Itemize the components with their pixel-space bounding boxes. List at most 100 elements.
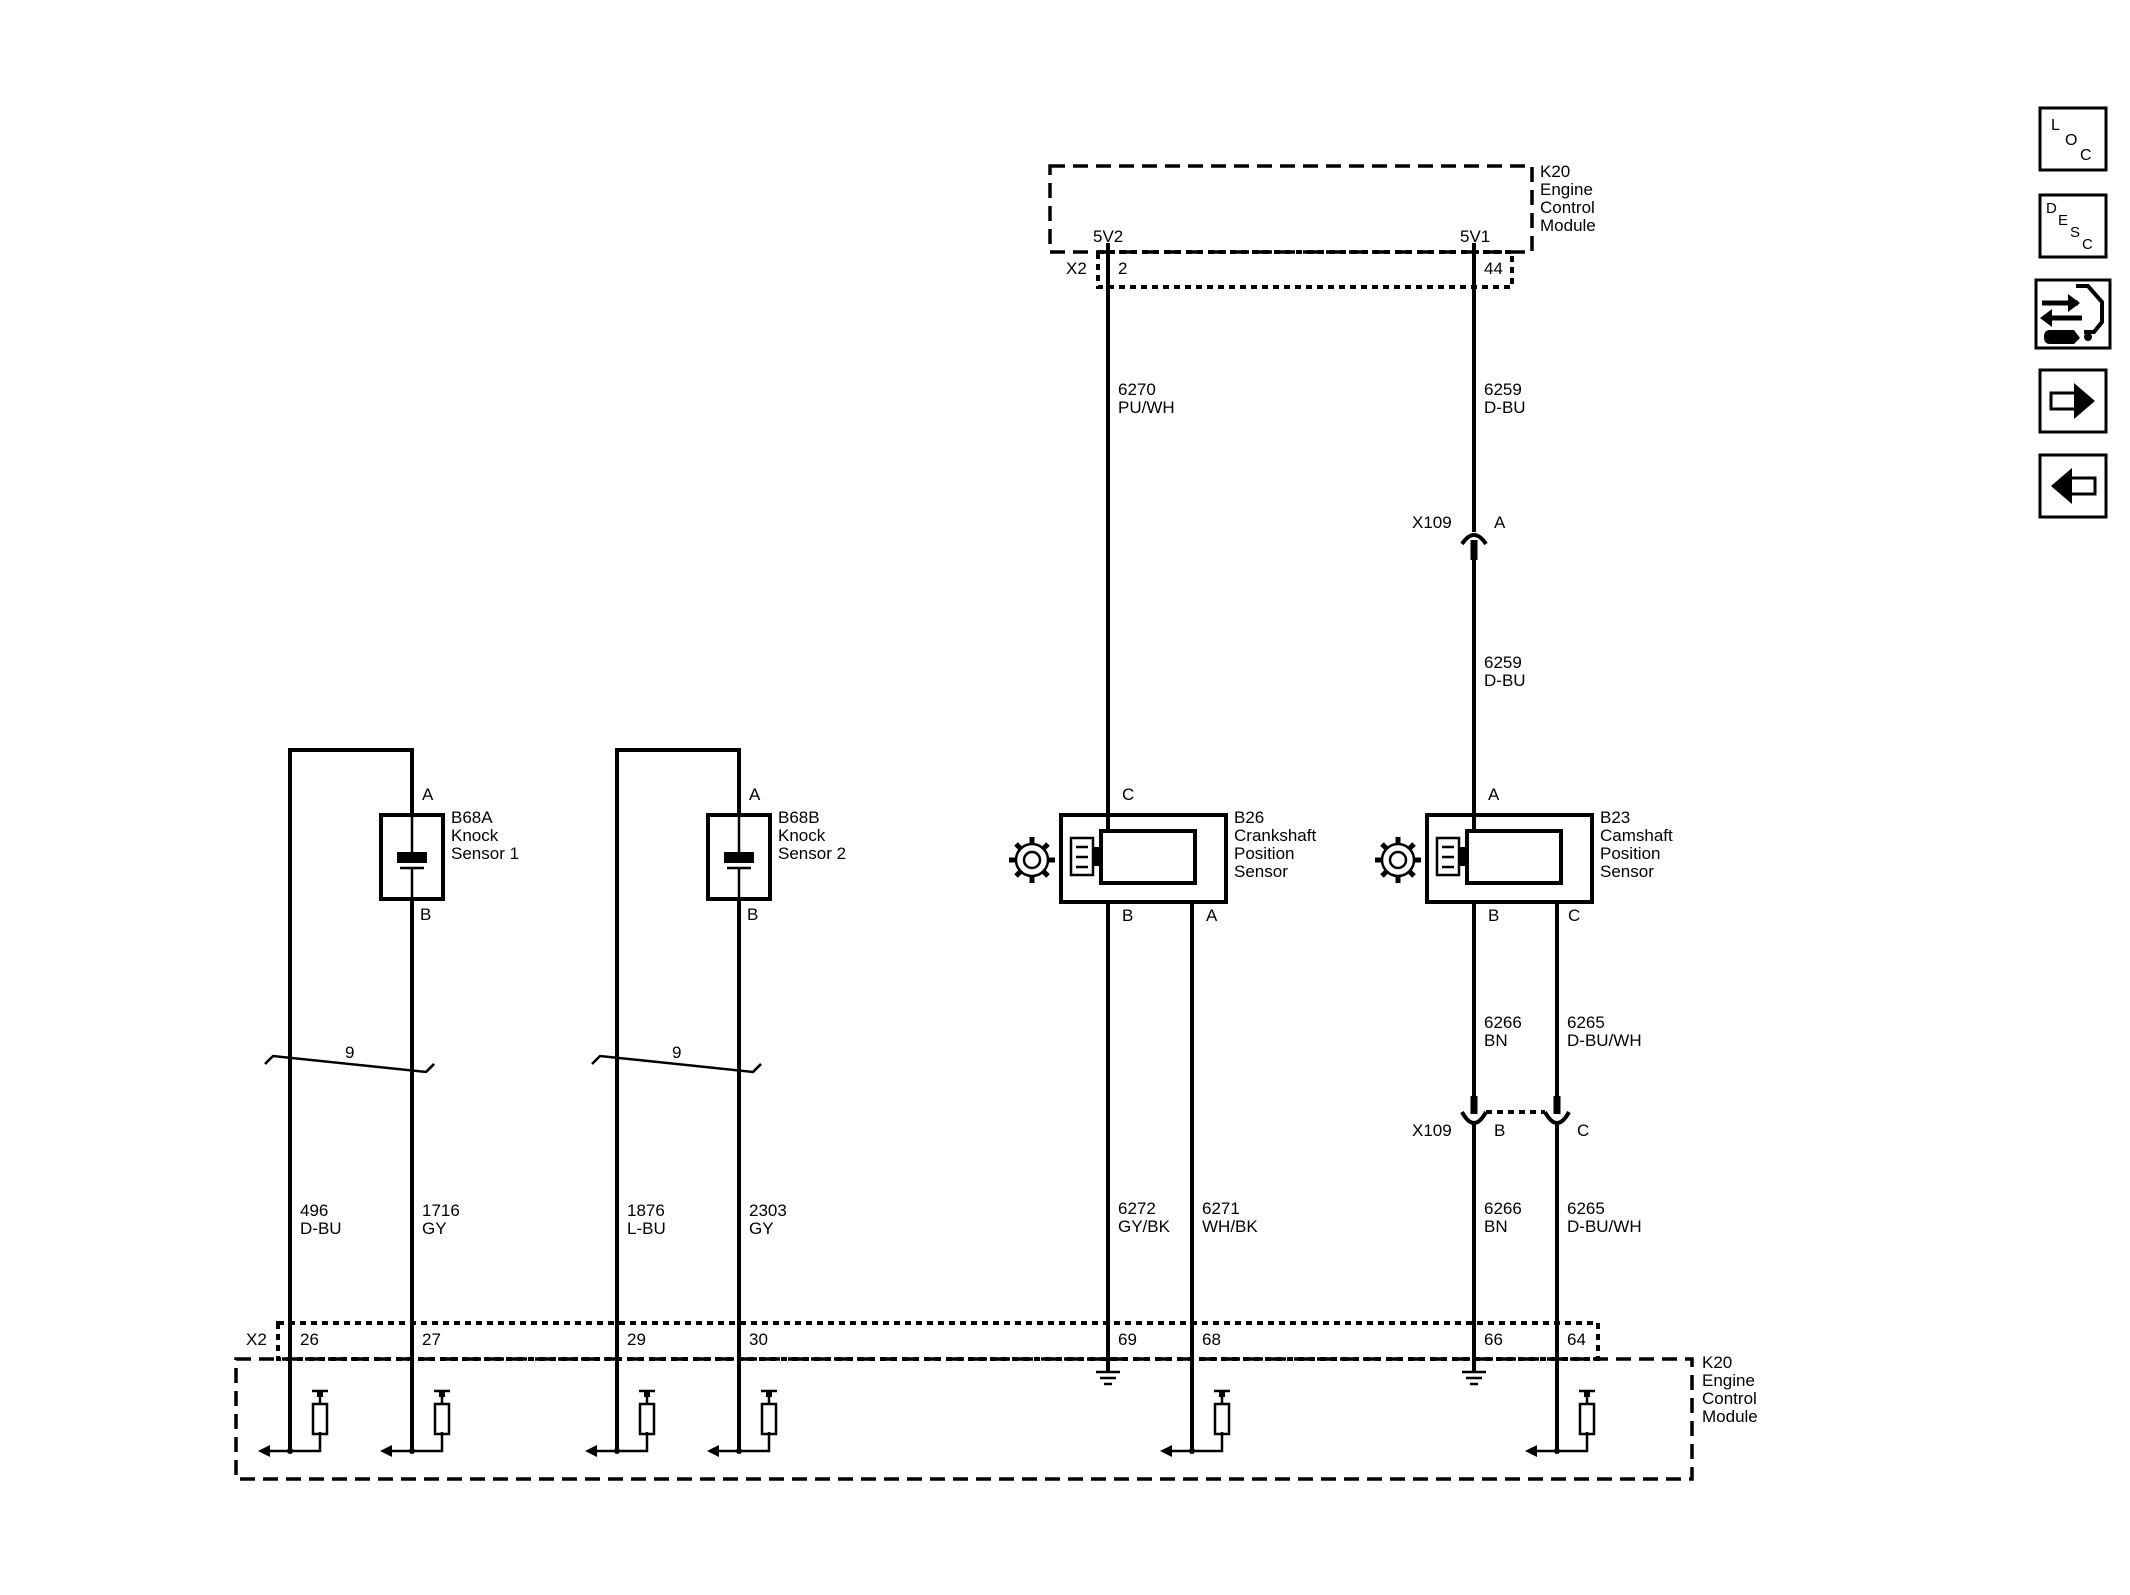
ecm-internal-circuit-pin-30: [707, 1389, 778, 1457]
wire-6265-lower-color: D-BU/WH: [1567, 1217, 1642, 1236]
knock-1-id: B68A: [451, 808, 493, 827]
ecm-top-title-3: Control: [1540, 198, 1595, 217]
desc-letter-c: C: [2082, 236, 2093, 253]
wire-1716-circuit: 1716: [422, 1201, 460, 1220]
loc-letter-o: O: [2065, 132, 2077, 149]
wire-6271-color: WH/BK: [1202, 1217, 1258, 1236]
wire-496-circuit: 496: [300, 1201, 328, 1220]
ecm-internal-circuit-pin-29: [585, 1389, 656, 1457]
ecm-bottom-pin-30: 30: [749, 1330, 768, 1349]
knock-1-twist-label: 9: [345, 1043, 354, 1062]
ecm-bottom-pin-64: 64: [1567, 1330, 1586, 1349]
arrow-right-icon: [2049, 383, 2095, 419]
ecm-bottom-pin-26: 26: [300, 1330, 319, 1349]
ecm-bottom-pin-29: 29: [627, 1330, 646, 1349]
ecm-top-module: K20 Engine Control Module 5V2 5V1 X2 2 4…: [1048, 162, 1596, 289]
crank-id: B26: [1234, 808, 1264, 827]
desc-letter-e: E: [2058, 212, 2068, 229]
wire-6270-color: PU/WH: [1118, 398, 1175, 417]
wire-6272-color: GY/BK: [1118, 1217, 1171, 1236]
cam-label-2: Camshaft: [1600, 826, 1673, 845]
ecm-bottom-pin-66: 66: [1484, 1330, 1503, 1349]
desc-letter-s: S: [2070, 224, 2080, 241]
ecm-bottom-connector-id: X2: [246, 1330, 267, 1349]
wire-6271-circuit: 6271: [1202, 1199, 1240, 1218]
wire-6259-upper-circuit: 6259: [1484, 380, 1522, 399]
crankshaft-position-sensor: C B A B26 Crankshaft Position Sensor: [1009, 785, 1316, 925]
cam-label-3: Position: [1600, 844, 1660, 863]
crank-pin-b: B: [1122, 906, 1133, 925]
knock-2-label-2: Knock: [778, 826, 826, 845]
connector-wrench-icon: [2040, 284, 2104, 344]
knock-1-pin-b: B: [420, 905, 431, 924]
knock-2-id: B68B: [778, 808, 820, 827]
knock-sensor-1: A B B68A Knock Sensor 1 9 496 D-BU 1716 …: [264, 748, 519, 1451]
cam-pin-a: A: [1488, 785, 1500, 804]
ecm-top-pin-44: 44: [1484, 259, 1503, 278]
x109-inline-connector-bc: [1460, 1096, 1571, 1125]
crank-pin-a: A: [1206, 906, 1218, 925]
ecm-bottom-title-3: Control: [1702, 1389, 1757, 1408]
ecm-bottom-module: X2 26 27 29 30 69 68 66 64 K20 Engine Co…: [234, 1321, 1758, 1481]
ecm-top-5v1-label: 5V1: [1460, 227, 1490, 246]
ecm-bottom-pin-27: 27: [422, 1330, 441, 1349]
wire-496-color: D-BU: [300, 1219, 342, 1238]
cam-id: B23: [1600, 808, 1630, 827]
wire-6259-lower-circuit: 6259: [1484, 653, 1522, 672]
ecm-bottom-pin-68: 68: [1202, 1330, 1221, 1349]
loc-letter-c: C: [2080, 147, 2092, 164]
ecm-top-pin-2: 2: [1118, 259, 1127, 278]
ecm-bottom-title-1: K20: [1702, 1353, 1732, 1372]
knock-2-pin-b: B: [747, 905, 758, 924]
wire-6266-upper-circuit: 6266: [1484, 1013, 1522, 1032]
ecm-internal-circuit-pin-68: [1160, 1389, 1231, 1457]
wire-1876-color: L-BU: [627, 1219, 666, 1238]
wire-6272-circuit: 6272: [1118, 1199, 1156, 1218]
crank-label-4: Sensor: [1234, 862, 1288, 881]
location-button[interactable]: L O C: [2038, 106, 2108, 172]
connector-tool-button[interactable]: [2034, 278, 2112, 350]
ground-symbol: [1462, 1370, 1486, 1386]
wire-6265-upper-color: D-BU/WH: [1567, 1031, 1642, 1050]
wire-1876-circuit: 1876: [627, 1201, 665, 1220]
camshaft-position-sensor: A B C B23 Camshaft Position Sensor: [1375, 785, 1673, 925]
ecm-internal-circuit-pin-26: [258, 1389, 329, 1457]
loc-letter-l: L: [2051, 117, 2060, 134]
wire-6266-lower-color: BN: [1484, 1217, 1508, 1236]
wire-2303-color: GY: [749, 1219, 774, 1238]
ecm-top-connector-id: X2: [1066, 259, 1087, 278]
wire-1716-color: GY: [422, 1219, 447, 1238]
x109-top-name: X109: [1412, 513, 1452, 532]
cam-label-4: Sensor: [1600, 862, 1654, 881]
x109-pin-b: B: [1494, 1121, 1505, 1140]
ecm-top-title-2: Engine: [1540, 180, 1593, 199]
wire-2303-circuit: 2303: [749, 1201, 787, 1220]
wire-6259-upper-color: D-BU: [1484, 398, 1526, 417]
crank-pin-c: C: [1122, 785, 1134, 804]
wire-6265-upper-circuit: 6265: [1567, 1013, 1605, 1032]
knock-2-twist-label: 9: [672, 1043, 681, 1062]
x109-top-pin-a: A: [1494, 513, 1506, 532]
wire-6270-circuit: 6270: [1118, 380, 1156, 399]
ground-symbol: [1096, 1370, 1120, 1386]
knock-1-label-3: Sensor 1: [451, 844, 519, 863]
arrow-left-icon: [2051, 468, 2097, 504]
ecm-top-connector: [1096, 250, 1514, 289]
ecm-bottom-connector: [276, 1321, 1600, 1361]
wire-6266-upper-color: BN: [1484, 1031, 1508, 1050]
knock-2-label-3: Sensor 2: [778, 844, 846, 863]
ecm-bottom-housing: [234, 1357, 1694, 1481]
x109-bottom-name: X109: [1412, 1121, 1452, 1140]
knock-1-pin-a: A: [422, 785, 434, 804]
crank-label-2: Crankshaft: [1234, 826, 1316, 845]
previous-page-button[interactable]: [2038, 453, 2108, 519]
ecm-internal-circuit-pin-64: [1525, 1389, 1596, 1457]
x109-inline-connector-a: [1460, 533, 1488, 560]
next-page-button[interactable]: [2038, 368, 2108, 434]
ecm-bottom-title-2: Engine: [1702, 1371, 1755, 1390]
wire-6266-lower-circuit: 6266: [1484, 1199, 1522, 1218]
description-button[interactable]: D E S C: [2038, 193, 2108, 259]
crank-gear-icon: [1009, 837, 1055, 883]
ecm-bottom-pin-69: 69: [1118, 1330, 1137, 1349]
